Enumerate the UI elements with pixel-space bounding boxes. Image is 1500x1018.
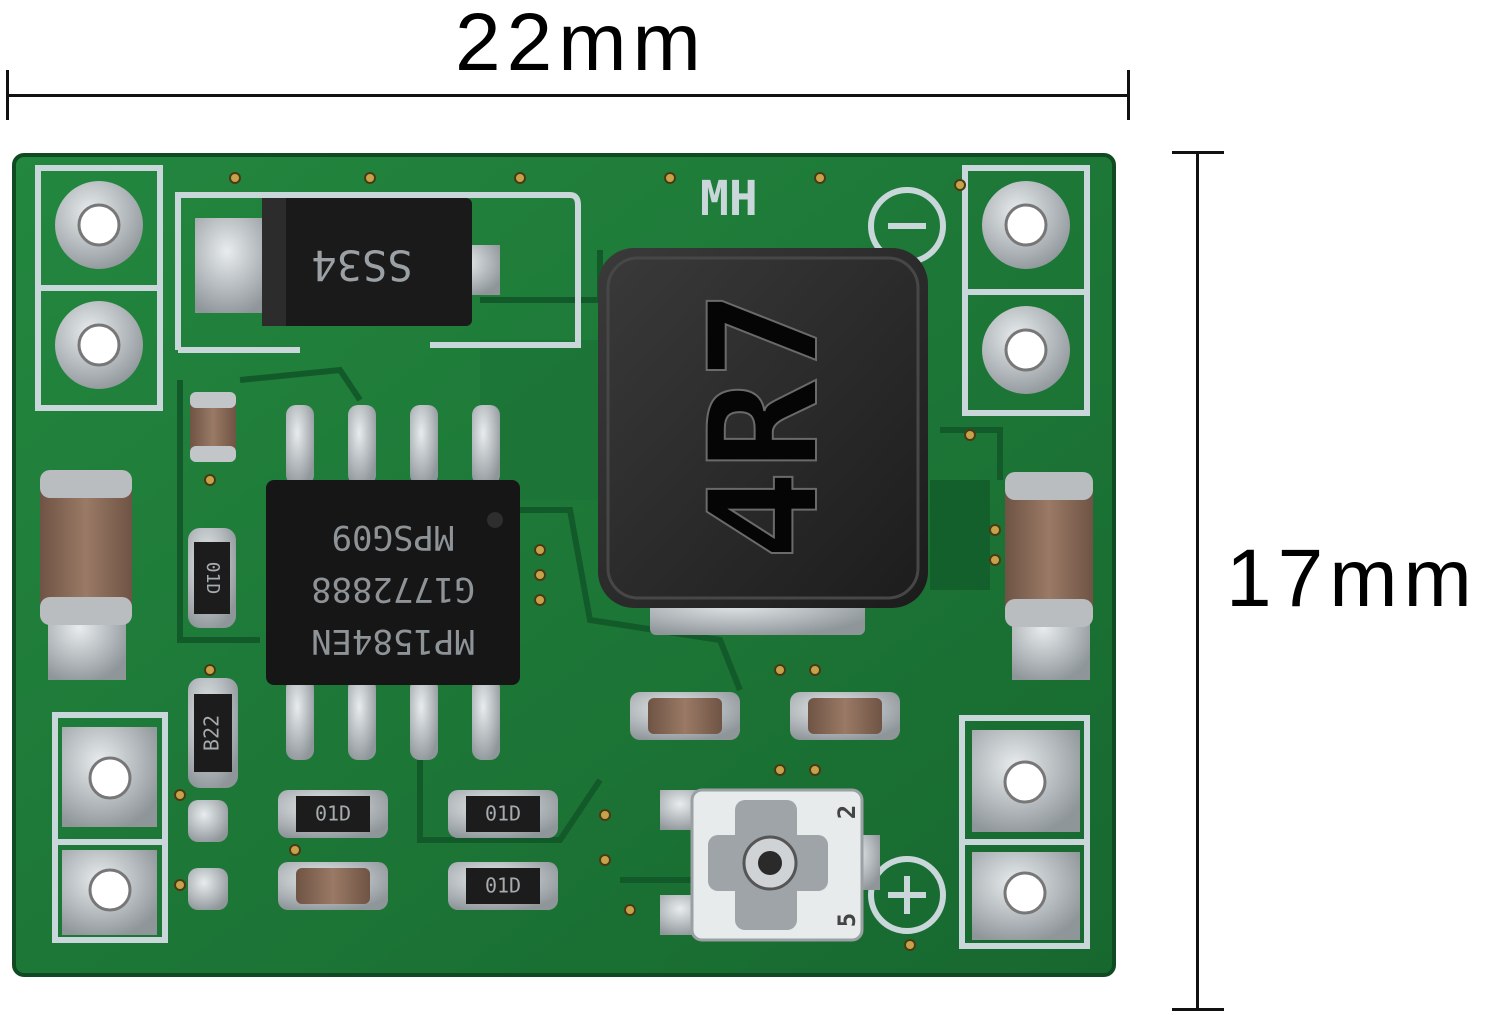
inductor-4r7: 4R7 bbox=[598, 248, 928, 635]
pad-in-top-1 bbox=[55, 181, 143, 269]
pad-out-bottom-2 bbox=[972, 852, 1080, 940]
height-dimension-tick-bottom bbox=[1172, 1008, 1224, 1011]
capacitor-small-2 bbox=[630, 692, 740, 740]
pot-label-5: 5 bbox=[833, 913, 861, 927]
pad-out-top-1 bbox=[982, 181, 1070, 269]
vias bbox=[174, 172, 1001, 951]
diode-marking: SS34 bbox=[311, 241, 412, 290]
ground-plane-dark bbox=[930, 480, 990, 590]
silkscreen-outlines bbox=[35, 165, 1090, 949]
width-dimension-line bbox=[8, 94, 1128, 97]
width-dimension-tick-right bbox=[1127, 70, 1130, 120]
through-hole-pads bbox=[55, 181, 1080, 940]
pad-in-bottom-1 bbox=[62, 727, 157, 827]
resistor-01d-a-marking: 01D bbox=[315, 802, 351, 826]
resistor-vertical-marking: 01D bbox=[202, 562, 223, 595]
height-dimension-tick-top bbox=[1172, 151, 1224, 154]
ic-mp1584en: MP1584EN G1772888 MPSG09 bbox=[266, 405, 520, 760]
pot-label-2: 2 bbox=[833, 805, 861, 819]
pad-out-top-2 bbox=[982, 306, 1070, 394]
capacitor-right-large bbox=[1005, 472, 1093, 680]
capacitor-small-4 bbox=[278, 862, 388, 910]
ic-marking-line-2: G1772888 bbox=[311, 569, 475, 609]
capacitor-small-1 bbox=[190, 392, 236, 462]
height-dimension-label: 17mm bbox=[1226, 533, 1478, 624]
pad-in-top-2 bbox=[55, 301, 143, 389]
resistor-01d-b: 01D bbox=[448, 790, 558, 838]
resistor-vertical-01d: 01D bbox=[188, 528, 236, 628]
width-dimension-tick-left bbox=[6, 70, 9, 120]
ic-marking-line-1: MP1584EN bbox=[311, 621, 475, 661]
resistor-01d-c: 01D bbox=[448, 862, 558, 910]
capacitor-small-3 bbox=[790, 692, 900, 740]
resistor-01d-b-marking: 01D bbox=[485, 802, 521, 826]
height-dimension-line bbox=[1196, 152, 1199, 1010]
trimmer-potentiometer: 2 5 bbox=[660, 788, 880, 942]
diode-ss34: SS34 bbox=[195, 198, 500, 326]
ic-marking-line-3: MPSG09 bbox=[332, 517, 455, 557]
resistor-01d-a: 01D bbox=[278, 790, 388, 838]
resistor-b22-marking: B22 bbox=[200, 715, 224, 751]
resistor-01d-c-marking: 01D bbox=[485, 874, 521, 898]
width-dimension-label: 22mm bbox=[455, 0, 707, 88]
pad-out-bottom-1 bbox=[972, 730, 1080, 832]
silkscreen-mh-label: MH bbox=[700, 171, 758, 227]
inductor-marking: 4R7 bbox=[678, 290, 852, 561]
pad-in-bottom-2 bbox=[62, 850, 157, 935]
solder-blob-small bbox=[188, 800, 228, 910]
resistor-b22: B22 bbox=[188, 678, 238, 788]
capacitor-left-large bbox=[40, 470, 132, 680]
